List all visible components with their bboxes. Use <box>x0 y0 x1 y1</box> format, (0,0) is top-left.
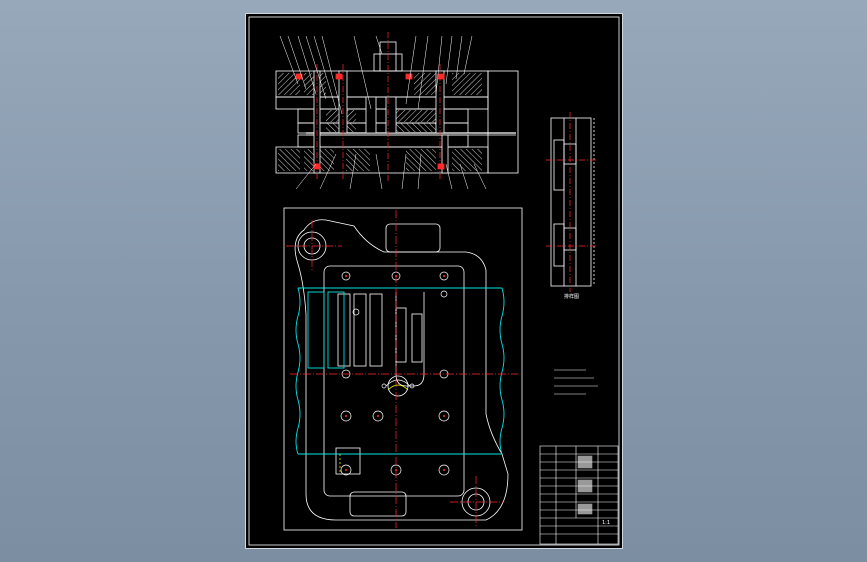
strip-centerlines <box>546 112 598 292</box>
title-block <box>539 445 619 545</box>
screw-hole-centers <box>345 275 445 471</box>
strip-label: 排样图 <box>564 293 579 300</box>
top-view <box>283 207 523 531</box>
technical-notes <box>554 369 598 395</box>
lower-die-contour <box>294 219 509 521</box>
inner-border <box>248 16 620 546</box>
cad-drawing: 排样图 <box>248 16 620 546</box>
top-view-centerlines <box>286 210 518 528</box>
screw-holes <box>340 271 450 476</box>
scale-label: 1:1 <box>602 520 610 526</box>
drawing-sheet: 排样图 <box>245 13 623 549</box>
die-set-outline <box>283 207 523 531</box>
strip-outline <box>295 287 505 455</box>
strip-layout <box>550 117 595 287</box>
section-hatching <box>278 73 482 171</box>
hidden-lines <box>339 384 409 472</box>
section-centerlines <box>316 32 441 182</box>
leader-lines <box>279 35 487 190</box>
